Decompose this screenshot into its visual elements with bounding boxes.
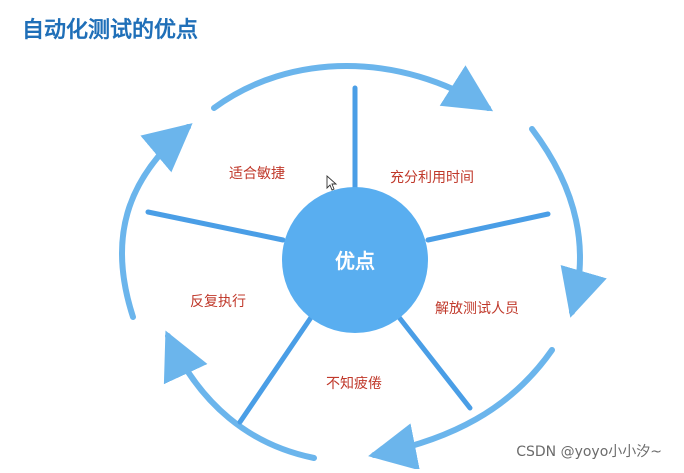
cycle-arrow-top (211, 63, 494, 112)
label-tireless: 不知疲倦 (326, 375, 382, 392)
mouse-pointer-icon (326, 174, 338, 191)
diagram-title: 自动化测试的优点 (22, 17, 198, 43)
cycle-arrow-left (118, 123, 193, 320)
spokes (145, 85, 551, 425)
label-time: 充分利用时间 (390, 170, 474, 186)
cycle-arrow-right (529, 126, 607, 318)
spoke-bottom-right (395, 313, 473, 411)
spoke-left (145, 209, 286, 243)
cycle-arrows (118, 63, 607, 471)
center-circle (282, 187, 428, 333)
label-agile: 适合敏捷 (229, 166, 285, 182)
watermark: CSDN @yoyo小小汐~ (516, 444, 662, 460)
cycle-arrow-bottom-right (368, 347, 555, 471)
label-repeat: 反复执行 (190, 293, 246, 310)
spoke-bottom-left (237, 313, 315, 425)
center-label: 优点 (335, 249, 375, 273)
spoke-right (425, 211, 551, 243)
cycle-arrow-bottom-left (163, 330, 317, 461)
label-liberate: 解放测试人员 (435, 301, 519, 317)
